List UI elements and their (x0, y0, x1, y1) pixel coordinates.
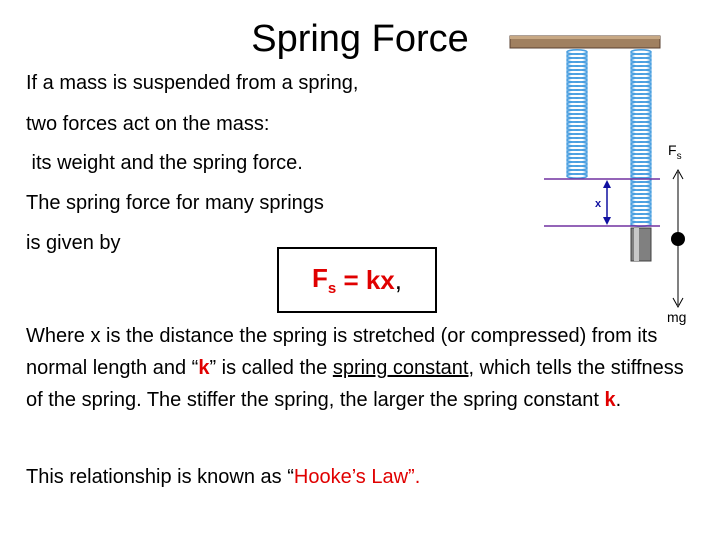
intro-line-5: is given by (26, 232, 121, 254)
hookes-law-term: Hooke’s Law”. (293, 466, 421, 488)
k-symbol-2: k (604, 389, 616, 411)
formula-box: Fs = kx, (277, 247, 437, 313)
x-label: x (595, 198, 602, 210)
mass-point (671, 232, 685, 246)
spring-diagram: x Fs mg (509, 35, 686, 325)
slide-title: Spring Force (251, 18, 469, 60)
formula-lhs: Fs (311, 262, 337, 298)
formula-trailing-comma: , (394, 264, 403, 295)
spring-stretched (630, 48, 652, 228)
ceiling-highlight (510, 36, 660, 39)
hookes-law-paragraph: This relationship is known as “Hooke’s L… (26, 466, 421, 488)
intro-line-2: two forces act on the mass: (26, 113, 270, 135)
spring-coil (566, 173, 588, 180)
mg-arrowhead (672, 297, 684, 309)
displacement-arrowhead-top (603, 180, 611, 188)
formula-rhs: = kx (336, 264, 395, 295)
mg-label: mg (667, 309, 686, 325)
formula-lhs-subscript: s (327, 280, 337, 298)
k-symbol: k (198, 357, 210, 379)
intro-line-1: If a mass is suspended from a spring, (26, 72, 359, 94)
spring-constant-term: spring constant (332, 357, 469, 379)
intro-line-3: its weight and the spring force. (26, 152, 303, 174)
intro-line-4: The spring force for many springs (26, 192, 324, 214)
displacement-arrowhead-bottom (603, 217, 611, 225)
mass-highlight (634, 228, 639, 261)
fs-arrowhead (672, 168, 684, 180)
spring-unstretched (566, 48, 588, 180)
definition-paragraph: Where x is the distance the spring is st… (26, 325, 684, 411)
fs-label: Fs (668, 142, 682, 162)
